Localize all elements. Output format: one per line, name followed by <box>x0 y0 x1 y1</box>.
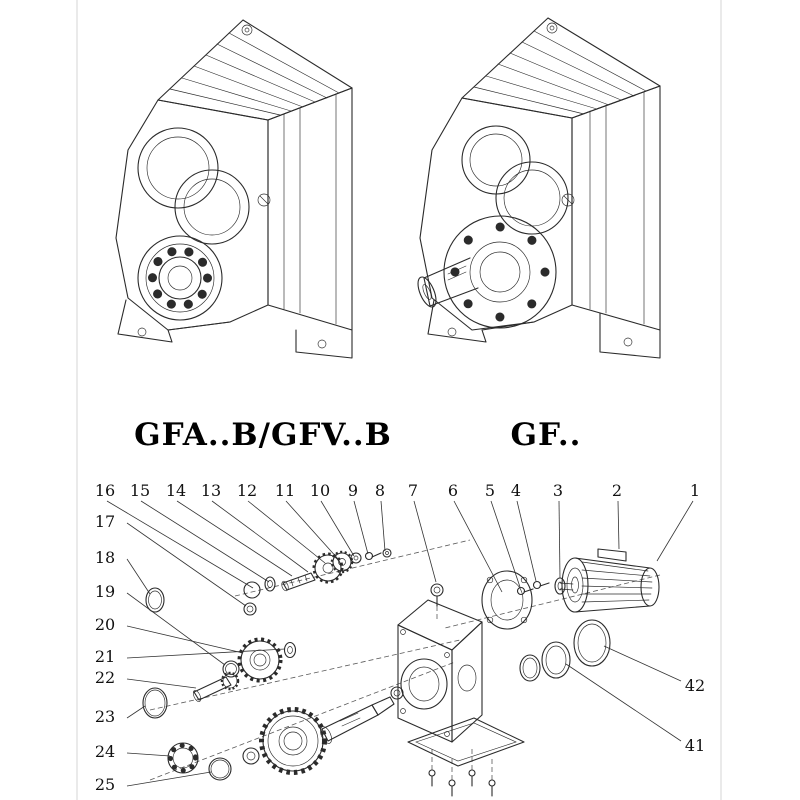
callout-16: 16 <box>95 481 115 500</box>
leader-13 <box>211 500 309 573</box>
leader-14 <box>176 500 293 577</box>
callout-numbers-top: 16 15 14 13 12 11 10 9 8 7 6 5 4 3 2 1 <box>95 481 700 500</box>
leader-21 <box>126 648 286 659</box>
callout-7: 7 <box>408 481 418 500</box>
callout-20: 20 <box>95 615 115 634</box>
leader-24 <box>126 752 171 757</box>
leader-6 <box>453 500 503 593</box>
exploded-motor-flange <box>481 570 566 630</box>
leader-7 <box>413 500 437 583</box>
leader-11 <box>285 500 340 561</box>
callout-23: 23 <box>95 707 115 726</box>
exploded-motor <box>557 548 660 613</box>
callout-24: 24 <box>95 742 115 761</box>
callout-3: 3 <box>553 481 563 500</box>
leader-41 <box>565 663 682 742</box>
callout-13: 13 <box>201 481 221 500</box>
leader-42 <box>603 645 682 682</box>
callout-41: 41 <box>685 736 705 755</box>
callout-17: 17 <box>95 512 115 531</box>
gearbox-drawing-gf <box>417 17 661 359</box>
callout-numbers-right: 42 41 <box>685 676 705 755</box>
callout-4: 4 <box>511 481 521 500</box>
callout-21: 21 <box>95 647 115 666</box>
callout-25: 25 <box>95 775 115 794</box>
leader-8 <box>380 500 386 552</box>
callout-18: 18 <box>95 548 115 567</box>
exploded-housing <box>397 599 483 743</box>
leader-17 <box>126 522 247 607</box>
leader-9 <box>353 500 369 555</box>
callout-19: 19 <box>95 582 115 601</box>
exploded-base-plate <box>407 717 525 797</box>
exploded-view: 16 15 14 13 12 11 10 9 8 7 6 5 4 3 2 1 1… <box>95 481 705 797</box>
leader-23 <box>126 705 146 719</box>
leader-3 <box>558 500 561 579</box>
leader-25 <box>126 771 212 787</box>
callout-22: 22 <box>95 668 115 687</box>
exploded-seals-bearings <box>142 687 260 781</box>
leader-10 <box>320 500 355 557</box>
callout-5: 5 <box>485 481 495 500</box>
exploded-intermediate-gears <box>145 587 297 702</box>
assembly-axis-lines <box>149 539 661 781</box>
callout-1: 1 <box>690 481 700 500</box>
leader-4 <box>516 500 537 582</box>
exploded-input-parts-row <box>243 548 392 599</box>
leader-16 <box>106 500 254 589</box>
leader-19 <box>126 592 226 666</box>
callout-6: 6 <box>448 481 458 500</box>
callout-8: 8 <box>375 481 385 500</box>
callout-leader-lines <box>106 500 694 787</box>
exploded-output-rings <box>519 619 611 682</box>
callout-2: 2 <box>612 481 622 500</box>
leader-18 <box>126 558 151 595</box>
callout-42: 42 <box>685 676 705 695</box>
leader-2 <box>617 500 620 550</box>
exploded-eye-bolt <box>430 583 444 607</box>
callout-11: 11 <box>275 481 295 500</box>
model-label-left: GFA..B/GFV..B <box>134 417 392 453</box>
leader-22 <box>126 678 197 689</box>
leader-20 <box>126 625 244 654</box>
callout-15: 15 <box>130 481 150 500</box>
model-label-right: GF.. <box>511 417 582 453</box>
leader-15 <box>140 500 270 583</box>
callout-9: 9 <box>348 481 358 500</box>
leader-12 <box>247 500 326 564</box>
callout-14: 14 <box>166 481 186 500</box>
exploded-output-gear-shaft <box>259 686 404 775</box>
callout-12: 12 <box>237 481 257 500</box>
leader-5 <box>490 500 521 588</box>
leader-1 <box>656 500 694 562</box>
callout-numbers-left: 17 18 19 20 21 22 23 24 25 <box>95 512 115 794</box>
callout-10: 10 <box>310 481 330 500</box>
gearbox-drawing-gfab <box>115 19 353 359</box>
